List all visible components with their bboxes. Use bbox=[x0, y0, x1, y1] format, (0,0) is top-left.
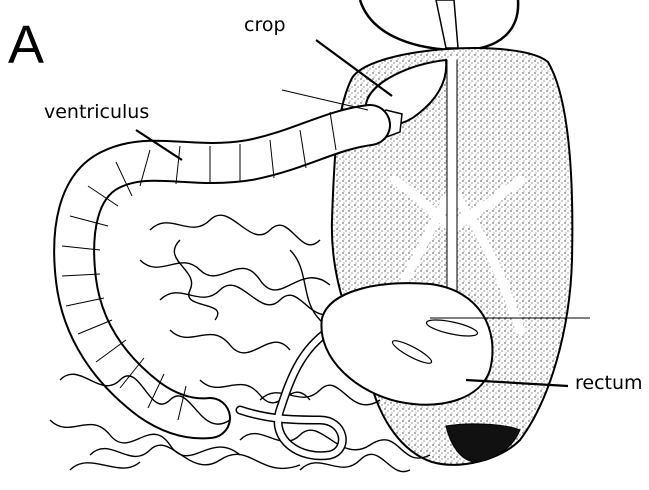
ventriculus-label: ventriculus bbox=[44, 103, 149, 122]
crop-label: crop bbox=[244, 16, 286, 35]
rectum-label: rectum bbox=[575, 374, 643, 393]
ventriculus-inner bbox=[74, 125, 370, 418]
panel-letter: A bbox=[8, 18, 44, 72]
